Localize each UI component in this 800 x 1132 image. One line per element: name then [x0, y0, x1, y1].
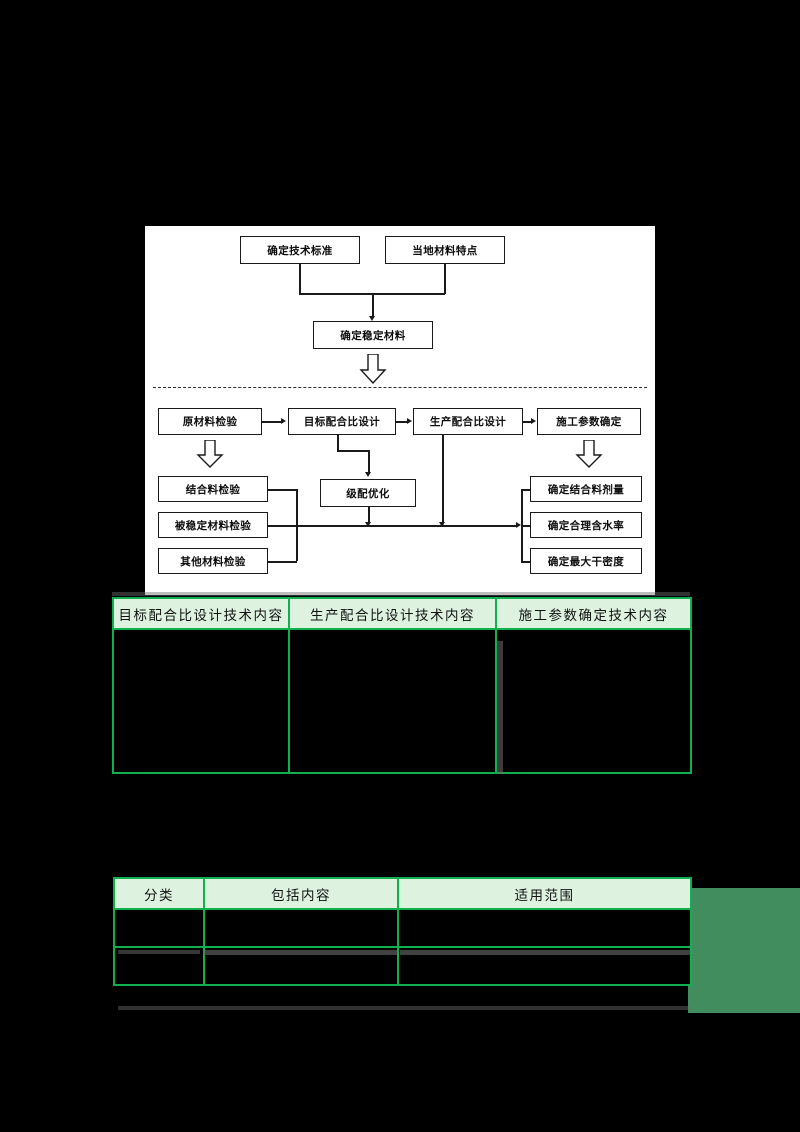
table-tech-content: 目标配合比设计技术内容 生产配合比设计技术内容 施工参数确定技术内容 [112, 597, 692, 774]
connector-to-max-dry-density [521, 561, 531, 563]
flow-node-stable-material: 确定稳定材料 [313, 321, 433, 349]
table-row [113, 908, 692, 948]
arrowhead-raw-to-target [281, 418, 286, 424]
table-classification-header-row: 分类 包括内容 适用范围 [113, 877, 692, 910]
table-classification-header-category: 分类 [113, 877, 205, 910]
green-decorative-panel [688, 888, 800, 1013]
flow-node-tech-standard: 确定技术标准 [240, 236, 360, 264]
connector-target-to-production [396, 421, 408, 423]
flow-node-binder-test: 结合料检验 [158, 476, 268, 502]
arrowhead-to-gradation [364, 472, 371, 477]
arrowhead-production-to-construction [531, 418, 536, 424]
table-classification-cell-scope-1 [397, 908, 692, 948]
connector-other-test-right [268, 561, 297, 563]
redaction-artifact [118, 950, 200, 954]
table-tech-content-header-row: 目标配合比设计技术内容 生产配合比设计技术内容 施工参数确定技术内容 [112, 597, 692, 630]
table-tech-content-header-target-mix: 目标配合比设计技术内容 [112, 597, 290, 630]
connector-production-down [442, 435, 444, 524]
flow-node-max-dry-density: 确定最大干密度 [530, 548, 642, 574]
flowchart-canvas: 确定技术标准 当地材料特点 确定稳定材料 原材料检验 目标配合比设计 生产配合比… [145, 226, 655, 595]
redaction-artifact [203, 950, 397, 955]
flow-node-water-content: 确定合理含水率 [530, 512, 642, 538]
connector-to-binder-dosage [521, 489, 531, 491]
arrowhead-target-to-production [407, 418, 412, 424]
flowchart-dashed-divider [153, 387, 647, 388]
arrowhead-production-to-bus [438, 522, 445, 527]
redaction-artifact [118, 1006, 690, 1010]
connector-target-to-gradation-h [337, 450, 369, 452]
table-classification-cell-content-1 [203, 908, 399, 948]
arrowhead-bus-to-right-bracket [516, 522, 521, 528]
flow-node-stabilized-material-test: 被稳定材料检验 [158, 512, 268, 538]
connector-gradation-down [368, 450, 370, 473]
block-arrow-down-construction-param [575, 440, 603, 468]
arrowhead-to-stable-material [368, 316, 375, 321]
block-arrow-down-raw-material [196, 440, 224, 468]
flow-node-target-mix-design: 目标配合比设计 [288, 408, 396, 435]
connector-tech-standard-down [299, 264, 301, 294]
table-tech-content-header-construction-param: 施工参数确定技术内容 [495, 597, 692, 630]
table-classification-header-scope: 适用范围 [397, 877, 692, 910]
table-tech-content-header-production-mix: 生产配合比设计技术内容 [288, 597, 497, 630]
arrowhead-gradation-to-bus [364, 522, 371, 527]
connector-to-water-content [521, 525, 531, 527]
table-tech-content-cell-production-mix [288, 628, 497, 774]
connector-gradation-to-bus [368, 507, 370, 524]
table-tech-content-cell-target-mix [112, 628, 290, 774]
connector-binder-test-right [268, 489, 297, 491]
flow-node-binder-dosage: 确定结合料剂量 [530, 476, 642, 502]
connector-stabilized-test-right [268, 525, 297, 527]
redaction-artifact [112, 592, 690, 596]
flow-node-raw-material-test: 原材料检验 [158, 408, 262, 435]
connector-production-to-construction [523, 421, 532, 423]
table-classification-cell-category-1 [113, 908, 205, 948]
redaction-artifact [497, 641, 503, 774]
block-arrow-down-stable-material [359, 354, 387, 384]
connector-local-material-down [444, 264, 446, 294]
connector-raw-to-target [262, 421, 282, 423]
table-classification-header-content: 包括内容 [203, 877, 399, 910]
connector-target-down-stub [337, 435, 339, 451]
flow-node-construction-param: 施工参数确定 [537, 408, 641, 435]
table-row [112, 628, 692, 774]
flow-node-other-material-test: 其他材料检验 [158, 548, 268, 574]
flow-node-gradation-optimization: 级配优化 [320, 479, 416, 507]
flow-node-local-material: 当地材料特点 [385, 236, 505, 264]
table-classification: 分类 包括内容 适用范围 [113, 877, 692, 986]
flow-node-production-mix-design: 生产配合比设计 [413, 408, 523, 435]
table-tech-content-cell-construction-param [495, 628, 692, 774]
connector-main-horizontal-bus [296, 525, 518, 527]
redaction-artifact [400, 950, 690, 955]
connector-bus-to-stable-material [372, 293, 374, 318]
